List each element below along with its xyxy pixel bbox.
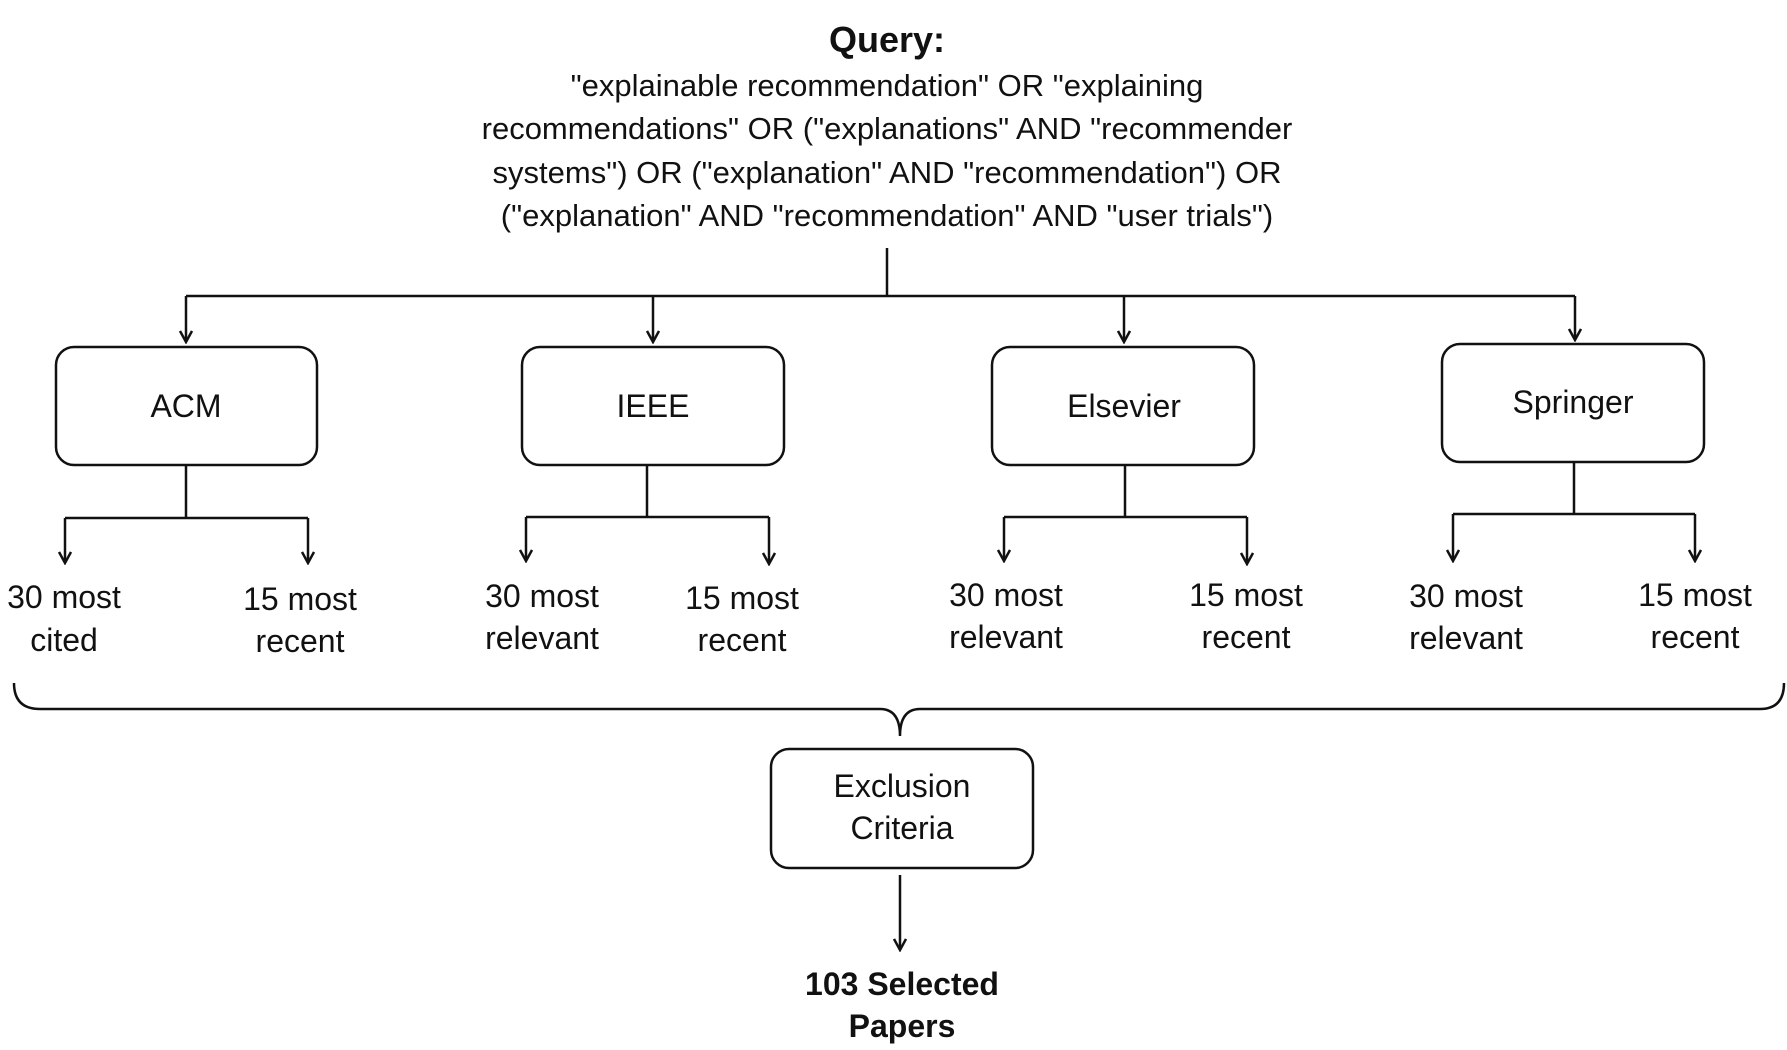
- leaf-label: 30 most: [485, 578, 599, 614]
- database-springer: Springer 30 most relevant 15 most recent: [1409, 342, 1752, 656]
- database-box: [520, 345, 786, 467]
- database-label: ACM: [150, 388, 221, 424]
- query-line: ("explanation" AND "recommendation" AND …: [501, 198, 1273, 233]
- leaf-label: relevant: [485, 620, 599, 656]
- database-elsevier: Elsevier 30 most relevant 15 most recent: [949, 345, 1303, 655]
- database-label: Springer: [1513, 384, 1634, 420]
- result-label: 103 Selected: [805, 966, 999, 1002]
- leaf-label: 15 most: [1189, 577, 1303, 613]
- database-ieee: IEEE 30 most relevant 15 most recent: [485, 345, 799, 658]
- leaf-label: 30 most: [7, 579, 121, 615]
- leaf-label: recent: [1651, 619, 1740, 655]
- leaf-label: recent: [256, 623, 345, 659]
- leaf-label: 15 most: [243, 581, 357, 617]
- database-split: [65, 465, 308, 520]
- leaf-label: 15 most: [685, 580, 799, 616]
- leaf-label: 15 most: [1638, 577, 1752, 613]
- query-line: systems") OR ("explanation" AND "recomme…: [493, 155, 1282, 190]
- leaf-label: 30 most: [1409, 578, 1523, 614]
- exclusion-label: Criteria: [850, 810, 953, 846]
- leaf-label: relevant: [949, 619, 1063, 655]
- database-box: [990, 345, 1256, 467]
- database-split: [1453, 462, 1695, 516]
- result-label: Papers: [849, 1008, 956, 1044]
- database-split: [526, 465, 769, 519]
- database-label: Elsevier: [1067, 388, 1181, 424]
- database-acm: ACM 30 most cited 15 most recent: [7, 345, 357, 659]
- query-line: recommendations" OR ("explanations" AND …: [482, 111, 1293, 146]
- database-split: [1004, 465, 1247, 519]
- exclusion-criteria: Exclusion Criteria: [769, 747, 1035, 870]
- leaf-label: recent: [698, 622, 787, 658]
- leaf-label: recent: [1202, 619, 1291, 655]
- grouping-brace: [12, 682, 1786, 737]
- leaf-label: relevant: [1409, 620, 1523, 656]
- database-label: IEEE: [617, 388, 690, 424]
- query-line: "explainable recommendation" OR "explain…: [571, 68, 1204, 103]
- exclusion-box: [769, 747, 1035, 870]
- leaf-label: 30 most: [949, 577, 1063, 613]
- leaf-label: cited: [30, 622, 98, 658]
- exclusion-label: Exclusion: [834, 768, 971, 804]
- query-title: Query:: [829, 19, 945, 60]
